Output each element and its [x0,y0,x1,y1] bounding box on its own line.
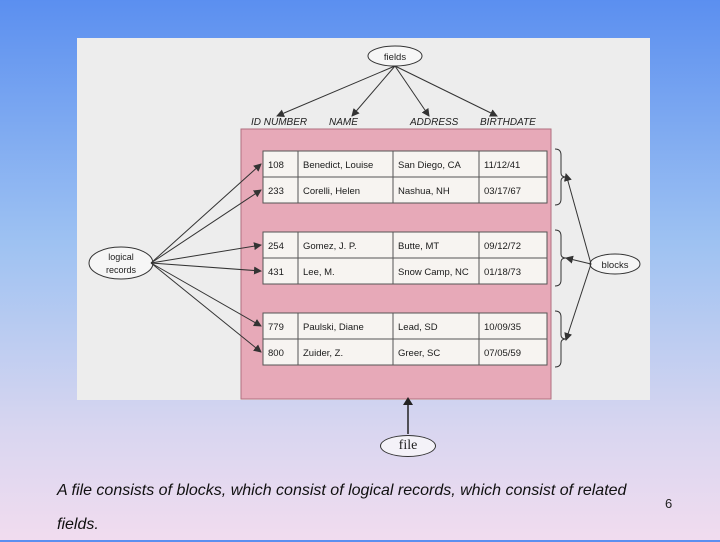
record-cell: 779 [268,322,284,333]
field-arrow [276,65,396,117]
blocks-group: 108 Benedict, Louise San Diego, CA 11/12/41… [262,148,567,368]
file-callout: file [380,435,436,457]
record-cell: 800 [268,348,284,359]
block-arrow [565,255,592,265]
logical-record-arrows [150,163,262,353]
logical-record-arrow [150,242,262,264]
record-cell: Corelli, Helen [303,186,360,197]
column-header: NAME [329,117,358,128]
block-brace [554,310,567,368]
record-cell: Snow Camp, NC [398,267,469,278]
record-cell: 431 [268,267,284,278]
column-header: BIRTHDATE [480,117,536,128]
record-cell: 07/05/59 [484,348,521,359]
record-cell: 254 [268,241,284,252]
block: 254 Gomez, J. P. Butte, MT 09/12/72 431 Lee, … [262,229,567,287]
record-cell: Butte, MT [398,241,439,252]
field-arrow [394,65,430,117]
caption: A file consists of blocks, which consist… [57,482,627,533]
record-cell: Benedict, Louise [303,160,373,171]
record-cell: 108 [268,160,284,171]
logical-record-arrow [150,262,262,353]
record-cell: Lee, M. [303,267,335,278]
logical-record-arrow [150,262,262,275]
column-header: ADDRESS [409,117,459,128]
field-arrows [276,65,498,117]
record-cell: Paulski, Diane [303,322,364,333]
field-arrow [351,65,396,117]
logical-record-arrow [150,189,262,264]
block: 108 Benedict, Louise San Diego, CA 11/12/41… [262,148,567,206]
record-cell: San Diego, CA [398,160,462,171]
file-structure-diagram: fields ID NUMBER NAME ADDRESS BIRTHDATE 108… [88,45,641,400]
column-headers: ID NUMBER NAME ADDRESS BIRTHDATE [251,117,536,128]
logical-records-label-line1: logical [108,252,134,262]
record-cell: 01/18/73 [484,267,521,278]
column-header: ID NUMBER [251,117,307,128]
record-cell: Nashua, NH [398,186,450,197]
record-cell: Zuider, Z. [303,348,343,359]
record-cell: 11/12/41 [484,160,520,171]
logical-records-label-line2: records [106,265,137,275]
page-number: 6 [665,496,673,511]
blocks-label: blocks [602,260,629,271]
record-cell: 233 [268,186,284,197]
fields-label: fields [384,52,406,63]
block-arrow [564,263,592,341]
record-cell: Greer, SC [398,348,440,359]
block-arrow [564,173,592,265]
record-cell: 09/12/72 [484,241,521,252]
block-arrows [564,173,592,341]
block-brace [554,229,567,287]
block: 779 Paulski, Diane Lead, SD 10/09/35 800 Zuid… [262,310,567,368]
file-structure-figure: fields ID NUMBER NAME ADDRESS BIRTHDATE 108… [77,38,650,400]
field-arrow [394,65,498,117]
file-pointer-arrow [403,397,413,434]
record-cell: 10/09/35 [484,322,521,333]
record-cell: Gomez, J. P. [303,241,357,252]
logical-record-arrow [150,163,262,264]
logical-record-arrow [150,262,262,327]
record-cell: Lead, SD [398,322,438,333]
record-cell: 03/17/67 [484,186,521,197]
block-brace [554,148,567,206]
